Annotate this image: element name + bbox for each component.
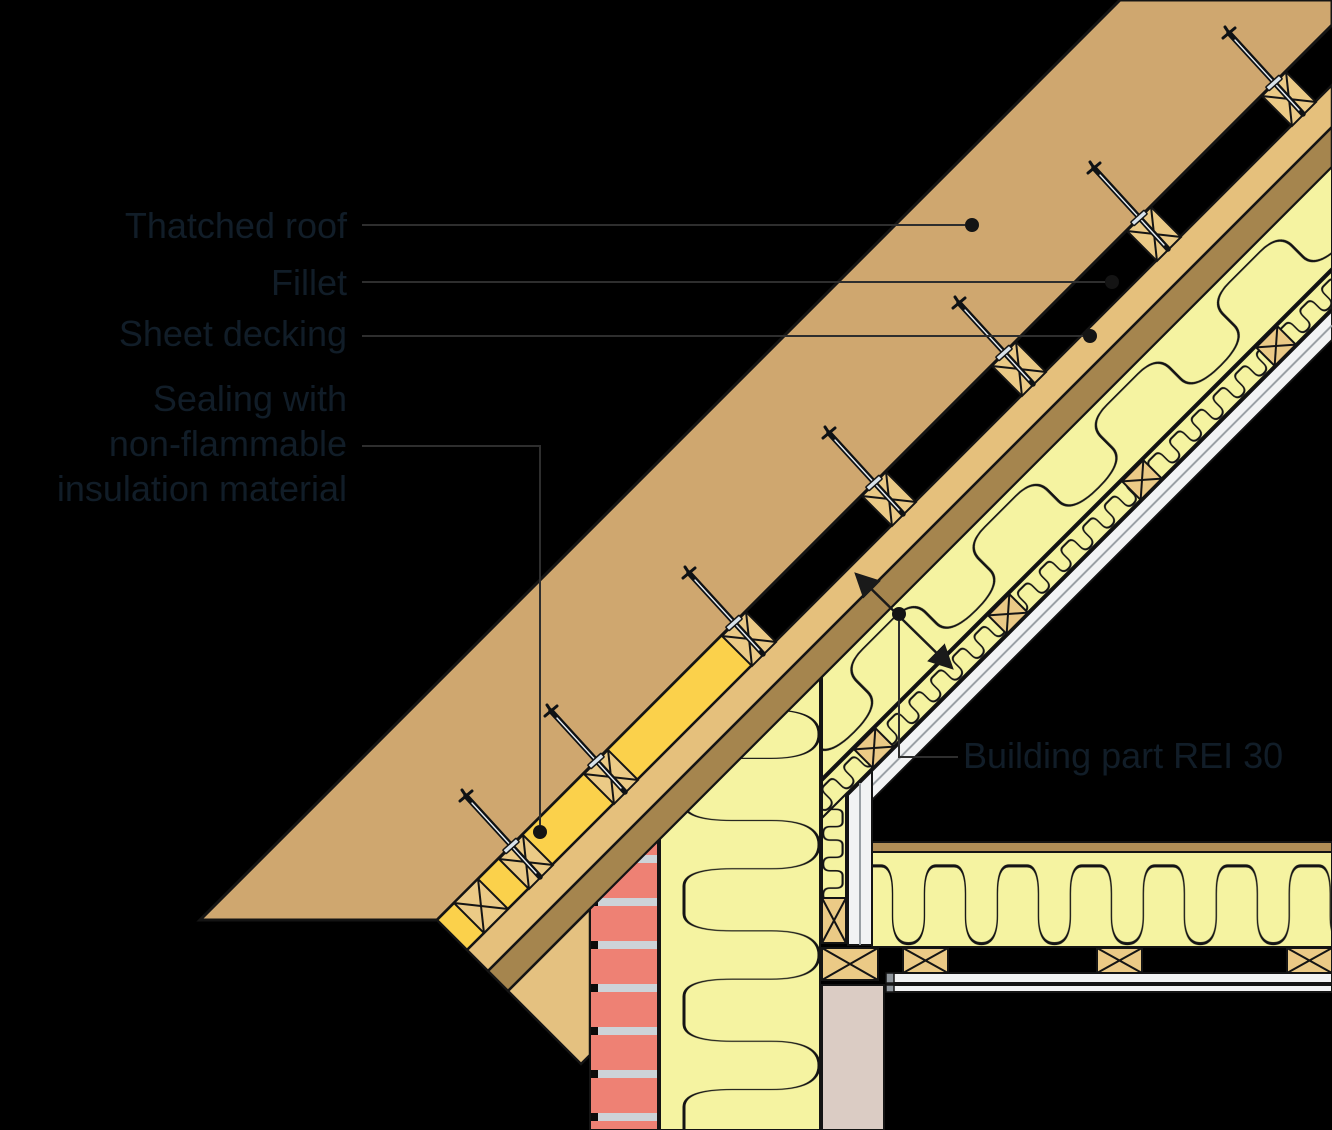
plaster-column — [821, 984, 885, 1130]
fixing-screw — [458, 788, 543, 880]
ref-dot — [892, 607, 906, 621]
counter-batten-block — [852, 726, 896, 770]
wall-counter-batten — [821, 897, 847, 944]
ceiling-batten — [1096, 947, 1143, 974]
extent-arrow — [854, 572, 954, 670]
label-sealing-line2: non-flammable — [109, 423, 347, 464]
label-sealing-line3: insulation material — [57, 468, 347, 509]
fixing-screw — [1221, 25, 1306, 117]
ref-dot — [1105, 275, 1119, 289]
leader-building-part — [898, 621, 958, 758]
fixing-screw — [821, 425, 906, 517]
label-fillet: Fillet — [271, 262, 347, 303]
lining-end-cap — [885, 972, 895, 984]
label-thatched-roof: Thatched roof — [125, 205, 348, 246]
brick-wall — [589, 838, 659, 1130]
leader-dots — [533, 218, 1119, 839]
ceiling-batten — [821, 947, 879, 981]
fixing-screw — [951, 295, 1036, 387]
counter-batten-block — [1120, 458, 1164, 502]
fixing-screw — [543, 703, 628, 795]
ref-dot — [965, 218, 979, 232]
leader-sealing — [362, 445, 541, 825]
ref-dot — [1083, 329, 1097, 343]
ceiling-deck — [871, 841, 1332, 853]
ref-dot — [533, 825, 547, 839]
ceiling-batten — [1286, 947, 1332, 974]
ceiling-battens — [821, 947, 1332, 981]
ceiling-lining-layer2 — [887, 984, 1332, 993]
wall-insulation — [659, 676, 821, 1130]
sheet-decking-board — [486, 125, 1332, 993]
label-building-part: Building part REI 30 — [963, 735, 1283, 776]
counter-batten-block — [1254, 324, 1298, 368]
fixing-screw — [1086, 160, 1171, 252]
fillet-block — [452, 877, 510, 935]
ceiling-lining-layer1 — [887, 972, 1332, 984]
counter-batten-strip — [821, 269, 1332, 821]
lining-joint-line-sloped — [847, 324, 1332, 811]
fixing-screw — [681, 565, 766, 657]
label-sheet-decking: Sheet decking — [119, 313, 347, 354]
counter-batten-block — [986, 592, 1030, 636]
lining-end-cap — [885, 984, 895, 993]
label-sealing-line1: Sealing with — [153, 378, 347, 419]
ceiling-insulation — [871, 851, 1332, 948]
fixings-and-blocks — [452, 25, 1318, 935]
ceiling-batten — [902, 947, 949, 974]
